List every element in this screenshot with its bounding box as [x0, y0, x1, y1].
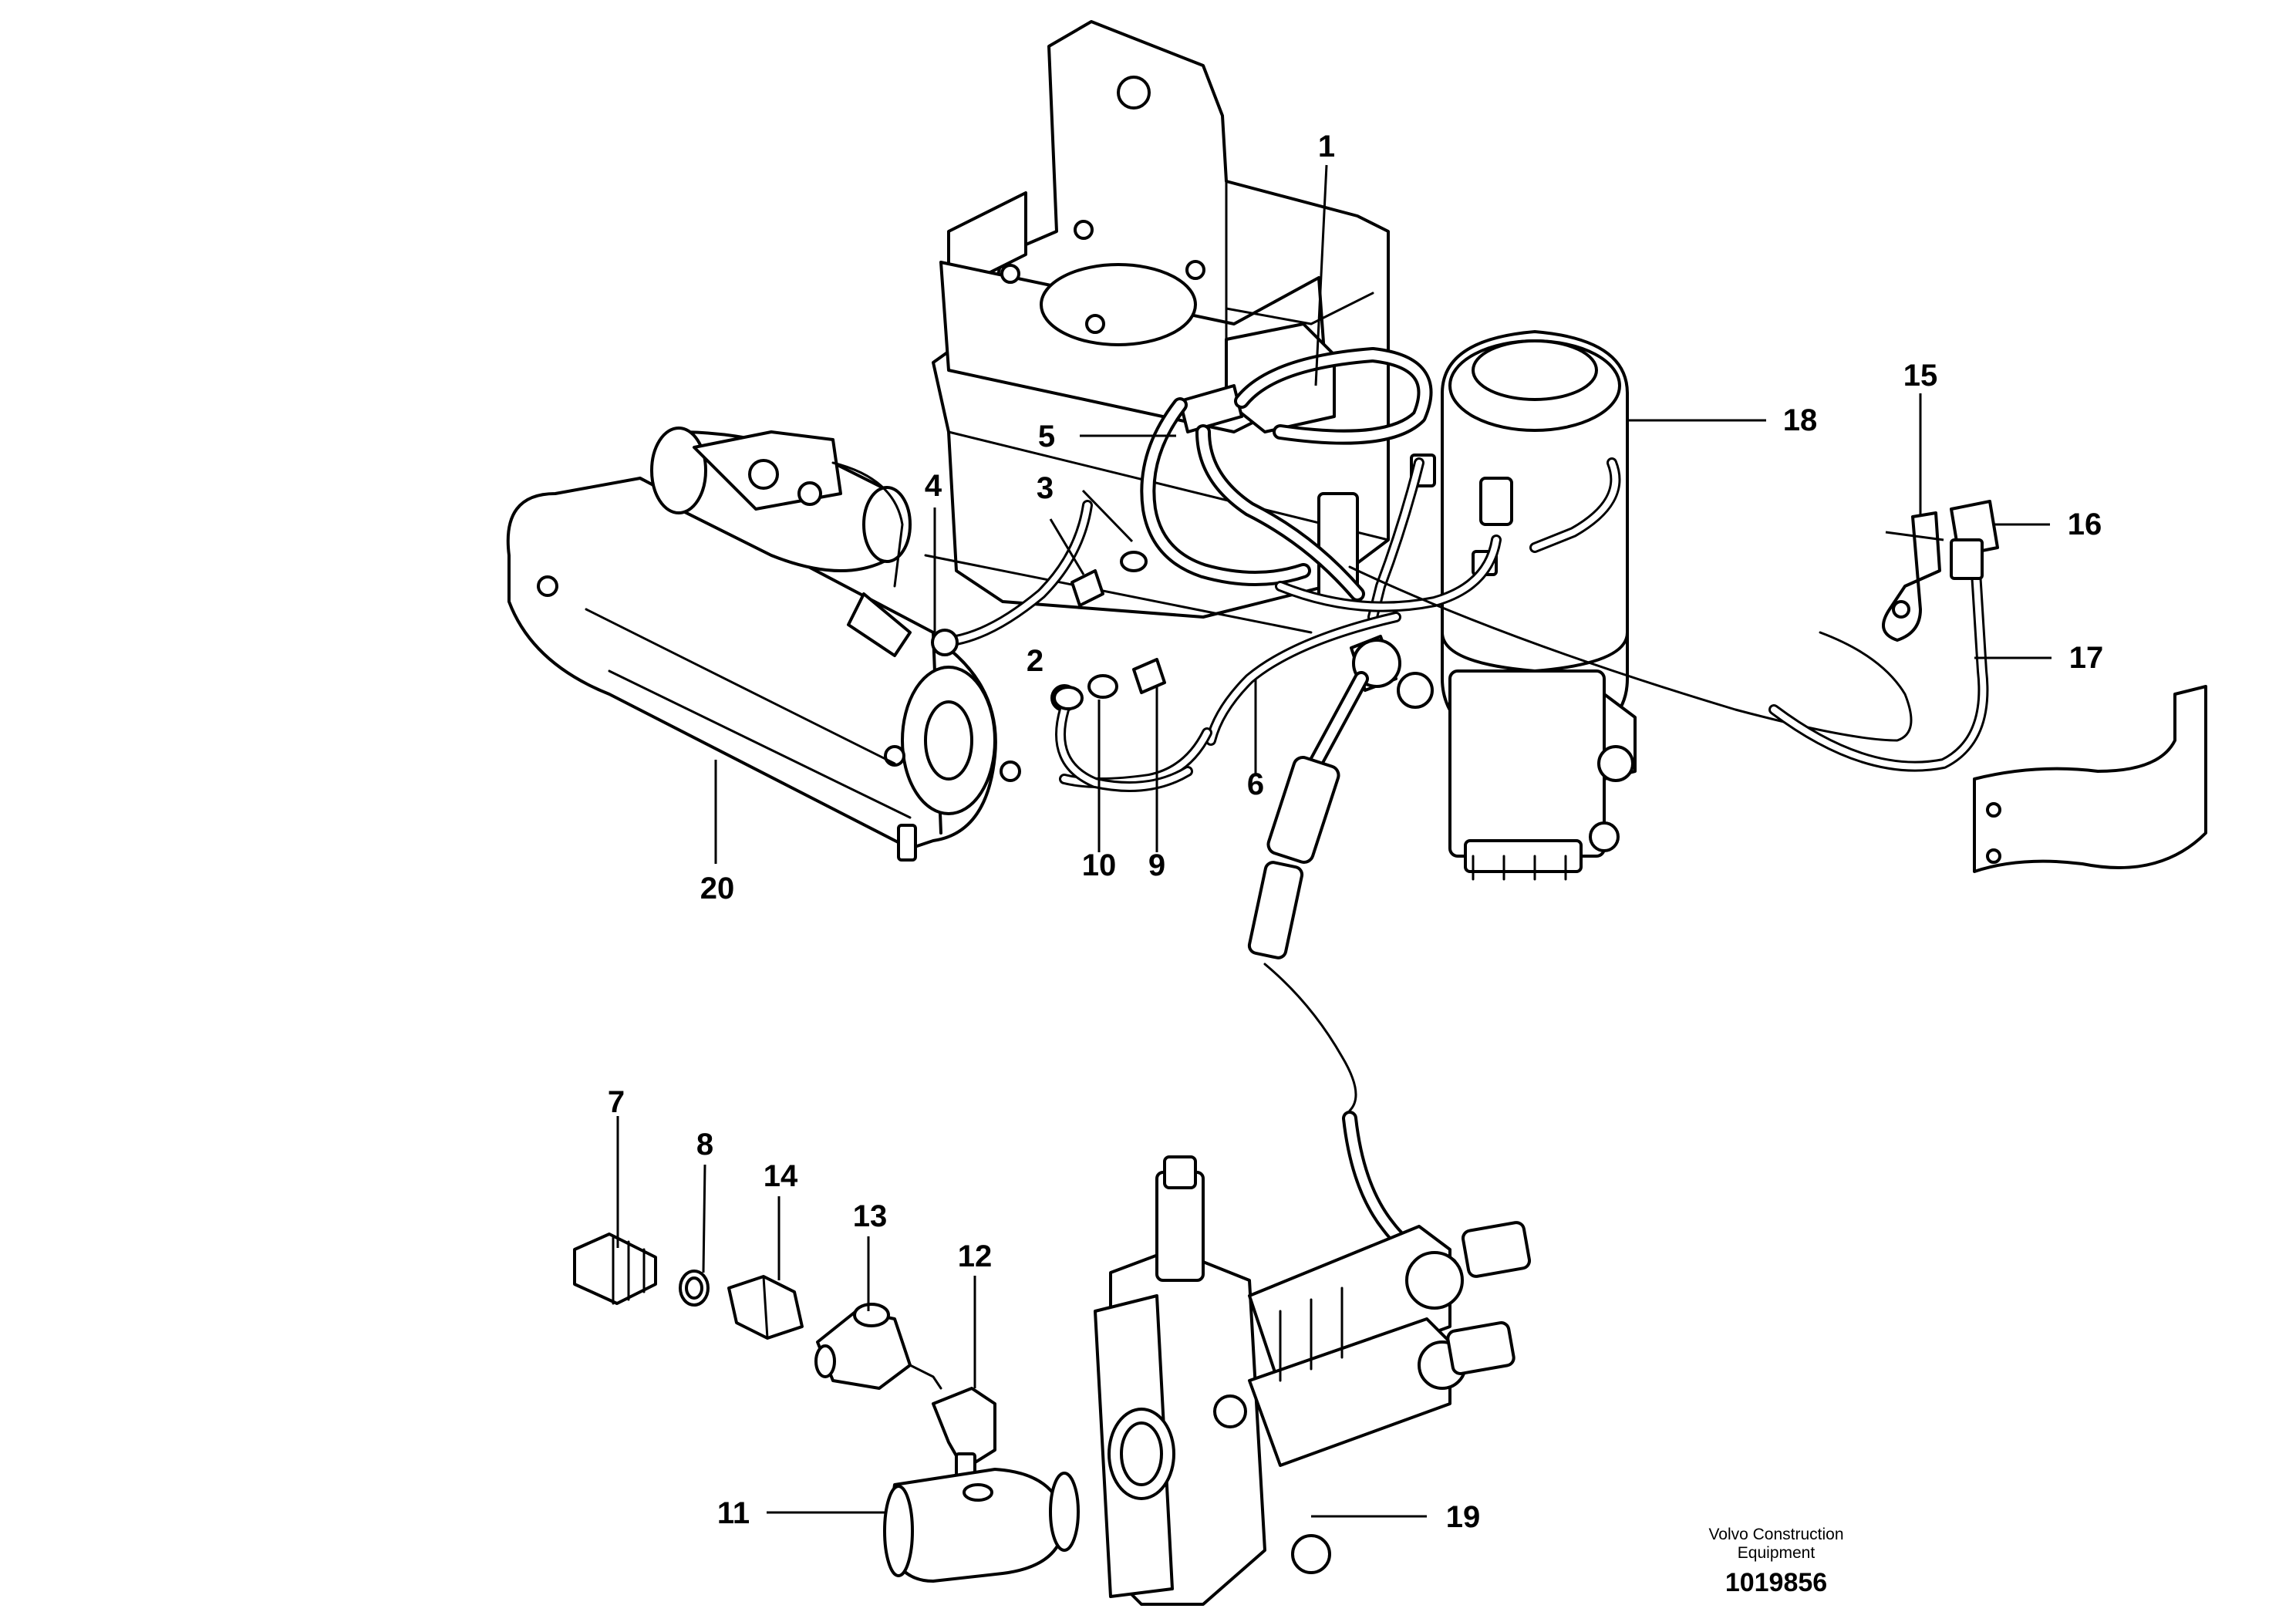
callout-10: 10: [1082, 848, 1117, 882]
callout-1: 1: [1318, 130, 1335, 164]
hydraulic-hose: [1247, 635, 1458, 1273]
callouts: 1 2 3 4 5 6 7 8 9 10 11 12 13 14 15 16 1…: [608, 130, 2103, 1534]
hardware: [1053, 551, 1166, 710]
callout-13: 13: [853, 1199, 888, 1233]
callout-7: 7: [608, 1085, 625, 1119]
callout-2: 2: [1027, 644, 1043, 678]
valve-block: [1178, 322, 1513, 603]
washer-10a: [1053, 686, 1084, 710]
washer-10b: [1087, 674, 1118, 699]
company-name-line2: Equipment: [1738, 1544, 1816, 1562]
callout-20: 20: [700, 872, 735, 905]
callout-8: 8: [696, 1128, 713, 1162]
drawing-number: 1019856: [1725, 1568, 1827, 1597]
washer-3: [1120, 551, 1148, 572]
hose-loop: [1140, 347, 1621, 622]
callout-17: 17: [2069, 641, 2104, 675]
callout-4: 4: [925, 469, 942, 503]
callout-11: 11: [717, 1496, 750, 1530]
clip-15: [1882, 511, 1941, 642]
fitting-7: [573, 1233, 657, 1305]
callout-14: 14: [764, 1159, 798, 1193]
tee-13: [814, 1303, 942, 1390]
leader-lines: [616, 164, 2052, 1518]
callout-16: 16: [2068, 508, 2102, 541]
callout-18: 18: [1783, 403, 1818, 437]
elbow-12: [932, 1387, 996, 1479]
battery-cable: [931, 500, 1093, 656]
callout-5: 5: [1038, 420, 1055, 454]
callout-9: 9: [1148, 848, 1165, 882]
callout-6: 6: [1247, 767, 1264, 801]
bolt-2: [1070, 569, 1104, 607]
callout-15: 15: [1903, 359, 1938, 393]
band-clamp: [1973, 685, 2207, 873]
footer: Volvo Construction Equipment 1019856: [1708, 1526, 1843, 1597]
control-valve: [1094, 1155, 1532, 1606]
o-ring-8: [679, 1270, 710, 1307]
bolt-9: [1132, 658, 1166, 694]
nipple-14: [727, 1275, 804, 1340]
harness-17: [1348, 542, 1989, 772]
elbow-11: [883, 1468, 1080, 1583]
connector-16: [1950, 500, 1999, 580]
starter-motor: [506, 427, 1021, 862]
company-name-line1: Volvo Construction: [1708, 1526, 1843, 1543]
callout-12: 12: [958, 1239, 993, 1273]
callout-3: 3: [1037, 471, 1054, 505]
callout-19: 19: [1446, 1500, 1481, 1534]
